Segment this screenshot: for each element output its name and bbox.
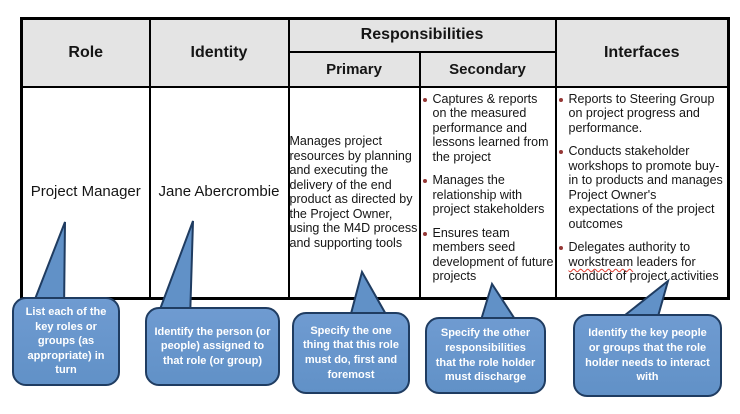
header-primary: Primary [287,50,421,88]
interfaces-bullet-text: Reports to Steering Group on project pro… [568,91,715,135]
header-identity: Identity [148,17,290,88]
interfaces-bullet-text: Delegates authority to workstream leader… [569,240,728,284]
role-value: Project Manager [30,182,141,200]
secondary-bullet-text: Ensures team members seed development of… [432,225,554,284]
primary-responsibility-text: Manages project resources by planning an… [289,134,418,250]
header-interfaces: Interfaces [554,17,730,88]
cell-role: Project Manager [20,85,151,300]
interfaces-bullet-text-post: leaders for conduct of project activitie… [568,254,719,284]
header-secondary: Secondary [418,50,557,88]
interfaces-bullet: Delegates authority to workstream leader… [557,240,728,284]
interfaces-bullet-text: Conducts stakeholder workshops to promot… [568,144,723,231]
bullet-dot-icon [422,97,427,102]
header-responsibilities: Responsibilities [287,17,557,53]
callout-role: List each of the key roles or groups (as… [12,297,120,386]
role-definition-table: Role Identity Responsibilities Interface… [20,17,731,300]
cell-interfaces: Reports to Steering Group on project pro… [554,85,730,300]
identity-value: Jane Abercrombie [158,182,280,200]
bullet-dot-icon [422,179,427,184]
header-role: Role [20,17,151,88]
bullet-dot-icon [558,97,563,102]
interfaces-bullet-text-pre: Delegates authority to [568,240,691,255]
bullet-dot-icon [422,231,427,236]
callout-identity: Identify the person (or people) assigned… [145,307,280,386]
spellcheck-flagged-word: workstream [568,254,634,269]
bullet-dot-icon [558,150,563,155]
cell-identity: Jane Abercrombie [148,85,290,300]
cell-primary-responsibility: Manages project resources by planning an… [287,85,421,300]
callout-identity-label: Identify the person (or people) assigned… [154,325,271,367]
callout-interfaces: Identify the key people or groups that t… [573,314,722,397]
secondary-bullet-text: Manages the relationship with project st… [432,173,545,217]
interfaces-bullet: Conducts stakeholder workshops to promot… [557,144,728,231]
callout-interfaces-label: Identify the key people or groups that t… [585,327,710,384]
secondary-bullet-text: Captures & reports on the measured perfo… [432,91,549,164]
secondary-bullet: Manages the relationship with project st… [421,173,555,217]
callout-secondary: Specify the other responsibilities that … [425,317,546,394]
callout-primary: Specify the one thing that this role mus… [292,312,410,394]
callout-primary-label: Specify the one thing that this role mus… [303,324,399,381]
bullet-dot-icon [558,246,563,251]
cell-secondary-responsibilities: Captures & reports on the measured perfo… [418,85,557,300]
callout-secondary-label: Specify the other responsibilities that … [435,327,536,384]
interfaces-bullet: Reports to Steering Group on project pro… [557,92,728,136]
secondary-bullet: Ensures team members seed development of… [421,226,555,284]
secondary-bullet: Captures & reports on the measured perfo… [421,92,555,165]
callout-role-label: List each of the key roles or groups (as… [25,305,107,377]
